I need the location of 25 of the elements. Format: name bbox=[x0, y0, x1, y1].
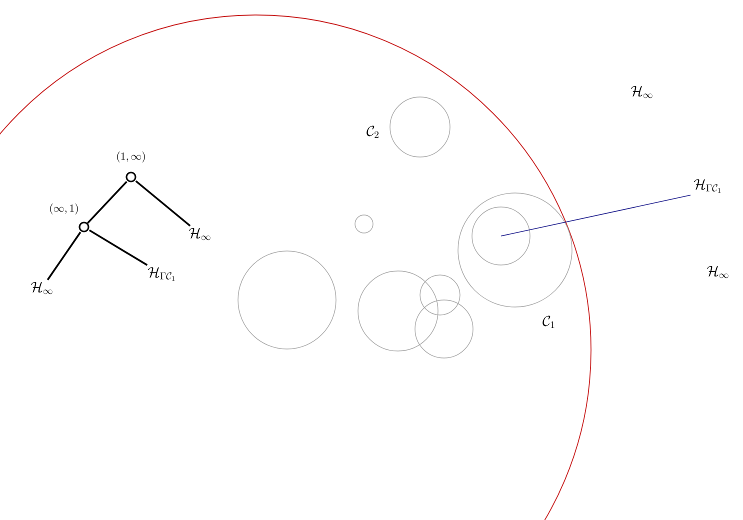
tree-edge bbox=[135, 180, 191, 226]
math-label: $\mathcal{C}_1$ bbox=[542, 316, 554, 328]
math-label: $\mathcal{C}_2$ bbox=[366, 126, 379, 138]
math-label: $\mathcal{H}_{\infty}$ bbox=[188, 228, 210, 240]
circle bbox=[472, 206, 530, 266]
tree-vertex bbox=[117, 152, 145, 182]
math-label: $\mathcal{H}_{\infty}$ bbox=[706, 266, 728, 278]
circle bbox=[458, 192, 572, 308]
tree-vertex bbox=[50, 204, 90, 232]
math-label: $\mathcal{H}_{\Gamma\mathcal{C}_1}$ bbox=[148, 267, 175, 281]
circle bbox=[358, 270, 438, 352]
tree-edge bbox=[88, 229, 148, 266]
circle bbox=[354, 214, 374, 234]
circle bbox=[238, 250, 336, 350]
math-label: $\mathcal{H}_{\Gamma\mathcal{C}_1}$ bbox=[694, 179, 721, 193]
math-label: $\mathcal{H}_{\infty}$ bbox=[630, 86, 652, 98]
vertex-label: $(\infty,1)$ bbox=[50, 204, 78, 214]
tree-edge bbox=[46, 232, 82, 280]
circle bbox=[414, 300, 474, 358]
circle bbox=[420, 274, 460, 316]
leader-line bbox=[500, 194, 691, 236]
tree-edge bbox=[86, 180, 128, 224]
math-label: $\mathcal{H}_{\infty}$ bbox=[30, 282, 52, 294]
circle bbox=[390, 96, 450, 158]
vertex-label: $(1,\infty)$ bbox=[117, 152, 145, 162]
